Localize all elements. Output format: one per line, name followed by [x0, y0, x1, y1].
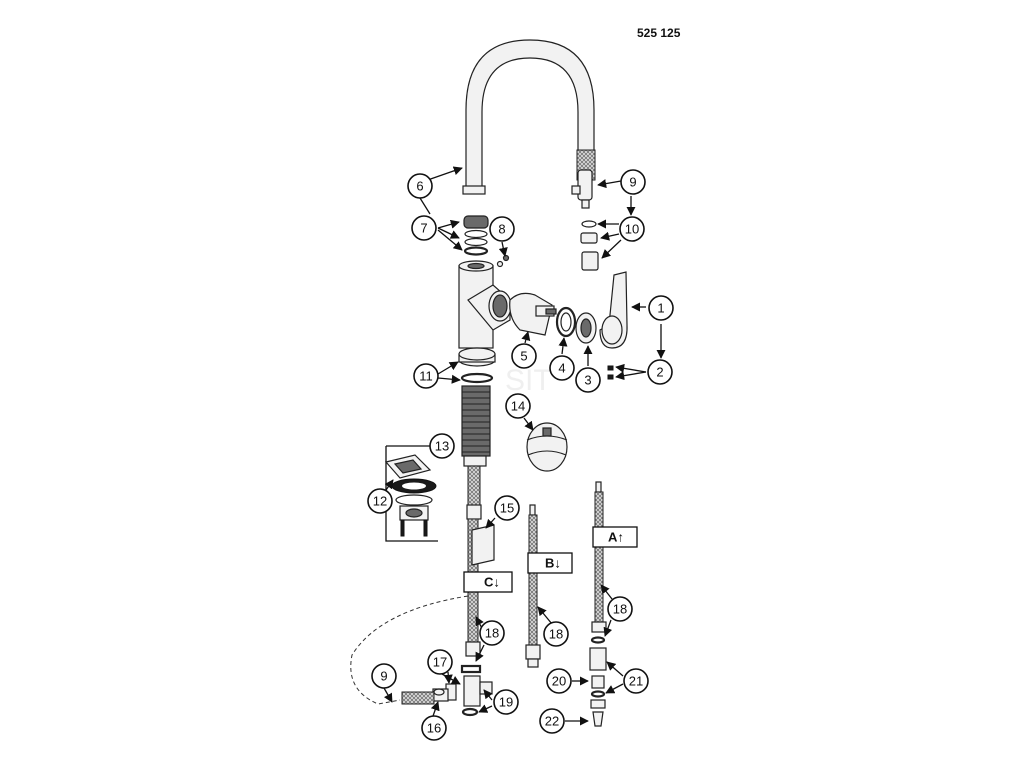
svg-text:5: 5 — [520, 349, 527, 364]
spray-rings — [580, 220, 599, 271]
small-screw — [496, 254, 510, 268]
counterweight — [526, 422, 568, 472]
svg-text:18: 18 — [485, 626, 499, 641]
svg-text:12: 12 — [373, 494, 387, 509]
svg-text:14: 14 — [511, 399, 525, 414]
callout-5: 5 — [511, 343, 537, 369]
spout — [462, 39, 596, 195]
svg-text:11: 11 — [419, 369, 433, 384]
callout-6: 6 — [407, 173, 433, 199]
svg-text:20: 20 — [552, 674, 566, 689]
o-rings — [463, 215, 489, 256]
svg-text:6: 6 — [416, 179, 423, 194]
callout-2: 2 — [647, 359, 673, 385]
product-code: 525 125 — [637, 26, 681, 40]
label-c: C↓ — [463, 571, 513, 593]
callout-18-c: 18 — [479, 620, 505, 646]
fixing-set — [384, 454, 437, 537]
label-a: A↑ — [592, 526, 638, 548]
callout-1: 1 — [648, 295, 674, 321]
svg-text:9: 9 — [629, 175, 636, 190]
svg-text:1: 1 — [657, 301, 664, 316]
svg-text:18: 18 — [549, 627, 563, 642]
svg-text:C↓: C↓ — [484, 575, 500, 590]
svg-text:B↓: B↓ — [545, 556, 561, 571]
svg-text:8: 8 — [498, 222, 505, 237]
callout-14: 14 — [505, 393, 531, 419]
svg-text:3: 3 — [584, 373, 591, 388]
callout-12: 12 — [367, 488, 393, 514]
svg-text:19: 19 — [499, 695, 513, 710]
svg-text:7: 7 — [420, 221, 427, 236]
callout-4: 4 — [549, 355, 575, 381]
hose-a — [590, 481, 607, 644]
callout-7: 7 — [411, 215, 437, 241]
callout-9-top: 9 — [620, 169, 646, 195]
hose-guide — [471, 524, 495, 566]
callout-18-b: 18 — [543, 621, 569, 647]
svg-text:9: 9 — [380, 669, 387, 684]
svg-text:13: 13 — [435, 439, 449, 454]
faucet-body — [458, 260, 512, 349]
callout-8: 8 — [489, 216, 515, 242]
threaded-shank — [461, 385, 491, 467]
base-washer — [458, 347, 496, 384]
callout-16: 16 — [421, 715, 447, 741]
fixing-set-bracket — [385, 445, 438, 542]
callout-20: 20 — [546, 668, 572, 694]
callout-19: 19 — [493, 689, 519, 715]
svg-text:10: 10 — [625, 222, 639, 237]
nut — [555, 306, 577, 338]
svg-text:2: 2 — [656, 365, 663, 380]
svg-text:16: 16 — [427, 721, 441, 736]
connection-c — [401, 664, 493, 717]
callout-15: 15 — [494, 495, 520, 521]
svg-text:A↑: A↑ — [608, 530, 624, 545]
callout-10: 10 — [619, 216, 645, 242]
callout-21: 21 — [623, 668, 649, 694]
lever-handle — [599, 271, 628, 349]
label-b: B↓ — [527, 552, 573, 574]
hose-route-dashed — [350, 595, 469, 705]
callout-22: 22 — [539, 708, 565, 734]
svg-text:4: 4 — [558, 361, 565, 376]
cartridge — [509, 292, 557, 336]
callout-18-a: 18 — [607, 596, 633, 622]
callout-3: 3 — [575, 367, 601, 393]
svg-text:22: 22 — [545, 714, 559, 729]
spray-connector — [571, 169, 593, 209]
watermark: SIT — [505, 364, 552, 397]
svg-text:15: 15 — [500, 501, 514, 516]
leader-lines — [383, 166, 666, 726]
svg-text:18: 18 — [613, 602, 627, 617]
cap — [575, 312, 597, 344]
callout-17: 17 — [427, 649, 453, 675]
callout-9-bottom: 9 — [371, 663, 397, 689]
hose-b — [525, 504, 541, 668]
grub-screws — [607, 365, 614, 380]
callout-13: 13 — [429, 433, 455, 459]
valve-a — [589, 647, 607, 727]
svg-text:17: 17 — [433, 655, 447, 670]
svg-text:21: 21 — [629, 674, 643, 689]
callout-11: 11 — [413, 363, 439, 389]
